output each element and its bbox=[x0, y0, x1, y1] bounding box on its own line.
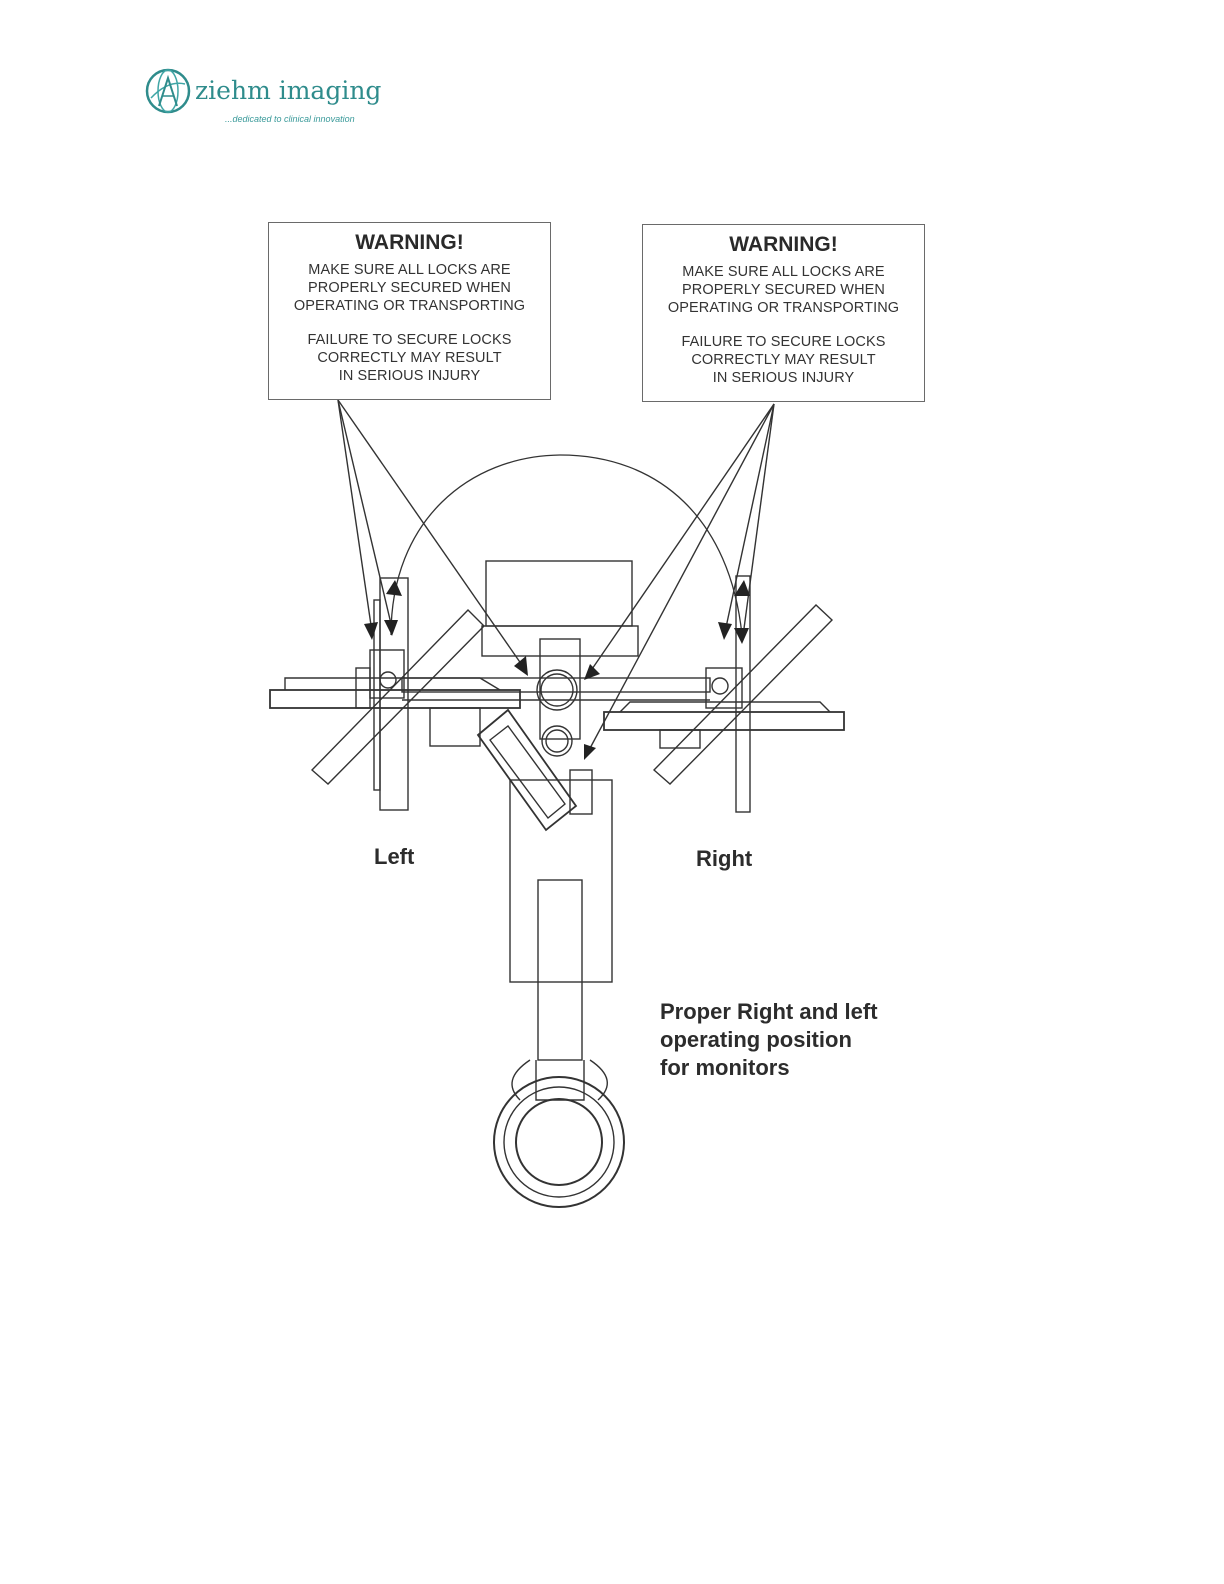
arrow-head bbox=[584, 744, 596, 760]
cart-wheel bbox=[493, 1076, 625, 1208]
label-right: Right bbox=[696, 846, 753, 871]
center-lock bbox=[536, 669, 578, 711]
arrow-head bbox=[584, 664, 600, 680]
arrow-head bbox=[384, 620, 398, 636]
warning-title: WARNING! bbox=[355, 231, 464, 254]
warning-text: MAKE SURE ALL LOCKS ARE PROPERLY SECURED… bbox=[667, 264, 900, 316]
logo-globe-icon bbox=[145, 68, 191, 114]
figure-caption: Proper Right and left operating position… bbox=[660, 999, 878, 1080]
arrow-head bbox=[514, 656, 528, 676]
warning-text: FAILURE TO SECURE LOCKS CORRECTLY MAY RE… bbox=[307, 332, 512, 384]
arrow-head bbox=[718, 622, 732, 640]
warning-box-right: WARNING! MAKE SURE ALL LOCKS ARE PROPERL… bbox=[642, 224, 925, 402]
right-monitor bbox=[603, 711, 845, 731]
arrow-head bbox=[386, 580, 402, 596]
warning-box-left: WARNING! MAKE SURE ALL LOCKS ARE PROPERL… bbox=[268, 222, 551, 400]
warning-title: WARNING! bbox=[729, 233, 838, 256]
cart-body bbox=[509, 779, 613, 983]
arrow-head bbox=[734, 580, 750, 596]
logo-tagline: ...dedicated to clinical innovation bbox=[225, 114, 355, 124]
warning-text: MAKE SURE ALL LOCKS ARE PROPERLY SECURED… bbox=[293, 262, 526, 314]
arrow-head bbox=[364, 622, 378, 640]
company-logo: ziehm imaging ...dedicated to clinical i… bbox=[145, 68, 385, 128]
left-monitor-diagonal bbox=[310, 609, 485, 785]
right-monitor-diagonal bbox=[652, 604, 834, 785]
swing-arc bbox=[390, 454, 743, 636]
tilted-monitor bbox=[476, 708, 578, 832]
right-monitor-vertical bbox=[735, 575, 751, 813]
left-monitor bbox=[269, 689, 521, 709]
logo-name: ziehm imaging bbox=[195, 76, 382, 105]
right-lock bbox=[705, 667, 743, 709]
label-left: Left bbox=[374, 844, 415, 869]
warning-text: FAILURE TO SECURE LOCKS CORRECTLY MAY RE… bbox=[681, 334, 886, 386]
cart-top-block bbox=[485, 560, 633, 627]
arrow-head bbox=[734, 628, 749, 644]
